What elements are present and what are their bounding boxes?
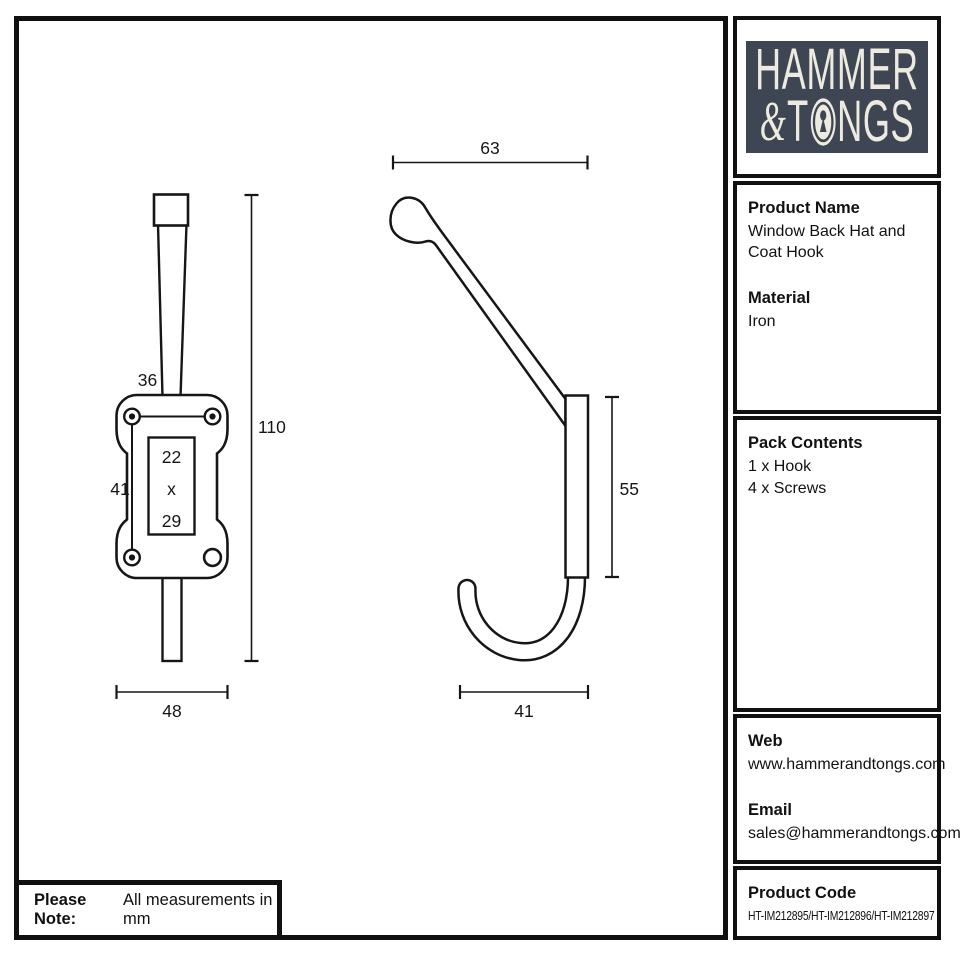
dim-label-110: 110 <box>258 417 286 437</box>
product-name-value: Window Back Hat and Coat Hook <box>748 223 906 261</box>
side-view <box>389 155 619 699</box>
tongs-letter-t: T <box>787 88 809 153</box>
front-top-stem <box>156 222 188 399</box>
front-bottom-stem <box>161 572 183 663</box>
product-name-heading: Product Name <box>748 199 860 217</box>
dim-label-48: 48 <box>162 701 181 721</box>
pack-contents-panel: Pack Contents 1 x Hook 4 x Screws <box>733 416 941 712</box>
keyhole-icon <box>810 97 836 146</box>
plate-size-29: 29 <box>162 511 181 531</box>
front-screw-dot-top-right <box>209 413 216 420</box>
product-info-panel: Product Name Window Back Hat and Coat Ho… <box>733 181 941 414</box>
note-label: Please Note: <box>34 891 87 928</box>
contact-panel: Web www.hammerandtongs.com Email sales@h… <box>733 714 960 864</box>
dim-label-41-front: 41 <box>110 479 129 499</box>
web-value: www.hammerandtongs.com <box>748 756 946 773</box>
front-view <box>115 193 259 699</box>
email-value: sales@hammerandtongs.com <box>748 825 960 842</box>
dim-55-ticks <box>605 395 619 579</box>
plate-size-22: 22 <box>162 447 181 467</box>
dim-label-41-side: 41 <box>514 701 533 721</box>
brand-logo: HAMMER & T NGS <box>746 41 928 153</box>
pack-item: 1 x Hook <box>748 458 812 475</box>
email-heading: Email <box>748 801 793 819</box>
front-plate-inner-rect <box>147 436 196 536</box>
tongs-letters-ngs: NGS <box>837 88 915 153</box>
material-heading: Material <box>748 289 811 307</box>
product-code-heading: Product Code <box>748 884 857 902</box>
dim-110-ticks <box>244 193 259 663</box>
dim-48-ticks <box>115 685 229 699</box>
ampersand-glyph: & <box>759 90 786 153</box>
dim-41-side-ticks <box>458 685 590 699</box>
front-top-cap <box>152 193 190 227</box>
note-text: All measurements in mm <box>123 891 273 928</box>
dim-label-36: 36 <box>138 370 157 390</box>
front-screw-dot-top-left <box>128 413 136 420</box>
side-j-hook-fill <box>459 567 584 659</box>
pack-item: 4 x Screws <box>748 480 827 497</box>
material-value: Iron <box>748 313 776 330</box>
plate-size-x: x <box>167 479 176 499</box>
pack-contents-heading: Pack Contents <box>748 434 863 452</box>
dim-label-63: 63 <box>480 138 499 158</box>
front-screw-hole-bottom-right <box>202 547 223 568</box>
side-wall-plate <box>564 394 590 579</box>
web-heading: Web <box>748 732 783 750</box>
product-code-panel: Product Code HT-IM212895/HT-IM212896/HT-… <box>733 866 941 940</box>
technical-drawing: 36 41 110 48 22 x 29 63 55 41 <box>110 138 639 721</box>
dim-label-55: 55 <box>620 479 639 499</box>
brand-name-line1: HAMMER <box>755 41 919 102</box>
product-code-value: HT-IM212895/HT-IM212896/HT-IM212897 <box>748 908 935 923</box>
dim-63-ticks <box>391 155 589 170</box>
logo-box: HAMMER & T NGS <box>733 16 941 178</box>
brand-name-line2: & T NGS <box>753 88 921 153</box>
front-screw-dot-bottom-left <box>128 554 136 561</box>
side-hat-arm <box>389 196 567 430</box>
note-box: Please Note: All measurements in mm <box>14 880 282 940</box>
